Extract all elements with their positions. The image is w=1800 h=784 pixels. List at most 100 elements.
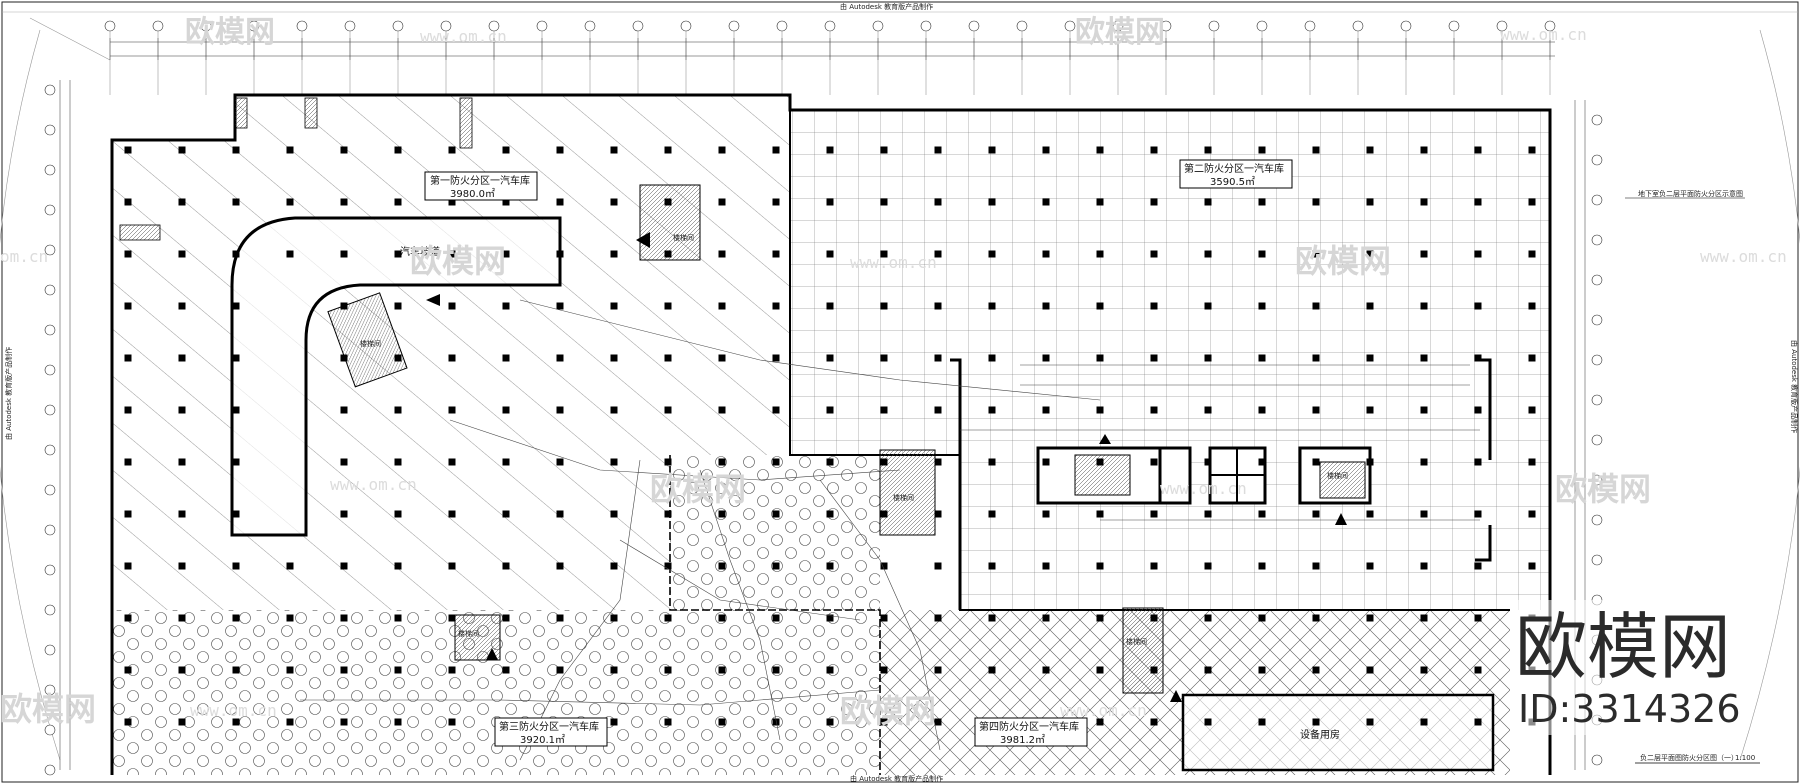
watermark-layer: 欧模网 www.om.cn 欧模网 www.om.cn om.cn 欧模网 ww… bbox=[0, 15, 1787, 730]
zone2-label-box: 第二防火分区一汽车库 3590.5㎡ bbox=[1179, 159, 1293, 189]
axis-bubbles-top bbox=[104, 20, 1556, 95]
axis-bubble bbox=[680, 20, 692, 32]
wm-brand-4: 欧模网 bbox=[1295, 242, 1391, 280]
axis-bubble bbox=[1208, 20, 1220, 32]
axis-bubble bbox=[44, 684, 56, 696]
wm-brand-6: 欧模网 bbox=[1555, 470, 1651, 508]
axis-bubble bbox=[1591, 274, 1603, 286]
wm-brand-5: 欧模网 bbox=[650, 470, 746, 508]
left-edu-note: 由 Autodesk 教育版产品制作 bbox=[4, 347, 13, 440]
core-blocks bbox=[119, 97, 1372, 694]
axis-bubble bbox=[920, 20, 932, 32]
ramp-label: 汽车坡道 bbox=[400, 245, 440, 258]
axis-bubble bbox=[44, 324, 56, 336]
axis-bubble bbox=[44, 84, 56, 96]
axis-bubble bbox=[44, 444, 56, 456]
axis-bubble bbox=[1591, 474, 1603, 486]
axis-bubble bbox=[1064, 20, 1076, 32]
zone4-label-box: 第四防火分区一汽车库 3981.2㎡ bbox=[974, 717, 1088, 747]
zone4-title: 第四防火分区一汽车库 bbox=[979, 720, 1079, 733]
wm-url-3: www.om.cn bbox=[850, 253, 937, 272]
axis-bubble bbox=[1304, 20, 1316, 32]
axis-bubble bbox=[44, 244, 56, 256]
wm-url-7: www.om.cn bbox=[190, 701, 277, 720]
axis-bubble bbox=[44, 404, 56, 416]
axis-bubble bbox=[344, 20, 356, 32]
axis-bubble bbox=[1591, 354, 1603, 366]
zone1-title: 第一防火分区一汽车库 bbox=[430, 174, 530, 187]
wm-url-4: www.om.cn bbox=[1700, 247, 1787, 266]
zone4-area: 3981.2㎡ bbox=[1000, 734, 1045, 746]
axis-bubble bbox=[728, 20, 740, 32]
axis-bubble bbox=[1400, 20, 1412, 32]
stair-label-6: 楼梯间 bbox=[1126, 637, 1147, 646]
wm-url-8: www.om.cn bbox=[1060, 701, 1147, 720]
wm-brand-1: 欧模网 bbox=[185, 15, 275, 50]
stair-label-2: 楼梯间 bbox=[673, 233, 694, 242]
axis-bubble bbox=[296, 20, 308, 32]
equipment-room-label: 设备用房 bbox=[1300, 728, 1340, 741]
big-brand-text: 欧模网 bbox=[1515, 605, 1731, 689]
axis-bubble bbox=[44, 204, 56, 216]
wm-brand-7: 欧模网 bbox=[0, 690, 96, 728]
axis-bubble bbox=[1591, 434, 1603, 446]
axis-bubble bbox=[44, 644, 56, 656]
axis-bubble bbox=[1016, 20, 1028, 32]
stair-label-3: 楼梯间 bbox=[1327, 471, 1348, 480]
axis-bubble bbox=[632, 20, 644, 32]
stair-label-1: 楼梯间 bbox=[360, 339, 381, 348]
wm-brand-8: 欧模网 bbox=[840, 692, 936, 730]
zone3-title: 第三防火分区一汽车库 bbox=[499, 720, 599, 733]
axis-bubble bbox=[44, 124, 56, 136]
service-lines bbox=[300, 299, 1480, 761]
axis-bubble bbox=[1591, 314, 1603, 326]
stair-label-5: 楼梯间 bbox=[458, 629, 479, 638]
wm-brand-3: 欧模网 bbox=[410, 242, 506, 280]
axis-bubble bbox=[1591, 514, 1603, 526]
axis-bubble bbox=[1591, 394, 1603, 406]
zone1-label-box: 第一防火分区一汽车库 3980.0㎡ bbox=[424, 171, 538, 201]
axis-bubble bbox=[152, 20, 164, 32]
axis-bubble bbox=[584, 20, 596, 32]
axis-bubble bbox=[1591, 754, 1603, 766]
axis-bubble bbox=[1448, 20, 1460, 32]
id-text: ID:3314326 bbox=[1518, 687, 1741, 731]
axis-bubble bbox=[44, 364, 56, 376]
axis-bubbles-left bbox=[44, 84, 56, 776]
zone1-area: 3980.0㎡ bbox=[450, 188, 495, 200]
wm-url-5: www.om.cn bbox=[330, 475, 417, 494]
axis-bubble bbox=[1591, 154, 1603, 166]
axis-bubble bbox=[1591, 194, 1603, 206]
axis-bubble bbox=[44, 484, 56, 496]
right-title-note: 地下室负二层平面防火分区示意图 bbox=[1638, 189, 1743, 198]
stair-label-4: 楼梯间 bbox=[893, 493, 914, 502]
axis-bubble bbox=[104, 20, 116, 32]
building-outline bbox=[110, 93, 1552, 775]
axis-bubble bbox=[44, 764, 56, 776]
exit-markers bbox=[426, 232, 1347, 702]
axis-bubble bbox=[1591, 234, 1603, 246]
top-edu-note: 由 Autodesk 教育版产品制作 bbox=[840, 2, 933, 11]
axis-bubble bbox=[44, 564, 56, 576]
axis-bubble bbox=[44, 284, 56, 296]
zone2-title: 第二防火分区一汽车库 bbox=[1184, 162, 1284, 175]
wm-url-1: www.om.cn bbox=[420, 27, 507, 46]
zone3-label-box: 第三防火分区一汽车库 3920.1㎡ bbox=[494, 717, 608, 747]
axis-bubble bbox=[872, 20, 884, 32]
wm-url-2: www.om.cn bbox=[1500, 25, 1587, 44]
axis-bubble bbox=[536, 20, 548, 32]
axis-bubble bbox=[776, 20, 788, 32]
zone3-area: 3920.1㎡ bbox=[520, 734, 565, 746]
axis-bubble bbox=[824, 20, 836, 32]
bottom-edu-note: 由 Autodesk 教育版产品制作 bbox=[850, 774, 943, 783]
dimension-chain-top bbox=[110, 41, 1555, 57]
axis-bubble bbox=[1591, 114, 1603, 126]
equipment-room-outline bbox=[1181, 693, 1495, 772]
wm-url-6: www.om.cn bbox=[1160, 479, 1247, 498]
wm-url-short-1: om.cn bbox=[0, 247, 48, 266]
zone2-area: 3590.5㎡ bbox=[1210, 176, 1255, 188]
axis-bubble bbox=[44, 164, 56, 176]
axis-bubble bbox=[1352, 20, 1364, 32]
axis-bubble bbox=[1591, 554, 1603, 566]
